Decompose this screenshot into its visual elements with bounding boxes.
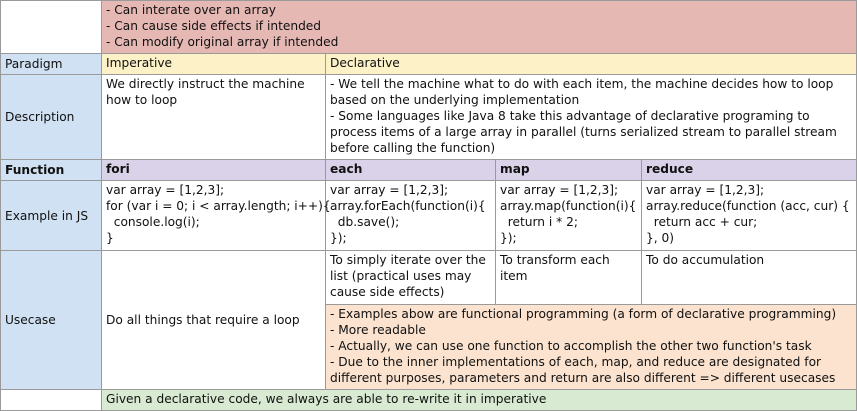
example-row: Example in JS var array = [1,2,3]; for (… (0, 180, 857, 251)
function-fori: fori (101, 159, 326, 181)
function-map: map (495, 159, 642, 181)
code-line: } (106, 231, 114, 245)
footer-row: Given a declarative code, we always are … (0, 389, 857, 411)
function-row: Function fori each map reduce (0, 159, 857, 181)
usecase-label: Usecase (0, 250, 102, 390)
trait-line: - Can cause side effects if intended (106, 19, 322, 33)
code-line: var array = [1,2,3]; (500, 183, 619, 197)
declarative-header: Declarative (324, 53, 857, 75)
code-line: var array = [1,2,3]; (330, 183, 449, 197)
trait-line: - Can modify original array if intended (106, 35, 339, 49)
code-line: console.log(i); (106, 215, 200, 229)
declarative-description-line: - We tell the machine what to do with ea… (330, 77, 834, 107)
code-line: return i * 2; (500, 215, 578, 229)
imperative-description: We directly instruct the machine how to … (101, 74, 326, 160)
example-label: Example in JS (0, 180, 102, 251)
example-reduce: var array = [1,2,3]; array.reduce(functi… (640, 180, 857, 251)
paradigm-label: Paradigm (0, 53, 102, 75)
usecase-note: - Examples abow are functional programmi… (330, 307, 837, 321)
footer-note: Given a declarative code, we always are … (100, 389, 857, 411)
usecase-row: Usecase Do all things that require a loo… (0, 250, 857, 390)
description-label: Description (0, 74, 102, 160)
usecase-reduce: To do accumulation (640, 250, 857, 305)
description-row: Description We directly instruct the mac… (0, 74, 857, 160)
code-line: }); (500, 231, 517, 245)
code-line: db.save(); (330, 215, 400, 229)
function-reduce: reduce (640, 159, 857, 181)
example-fori: var array = [1,2,3]; for (var i = 0; i <… (101, 180, 331, 251)
empty-cell (0, 0, 102, 54)
code-line: return acc + cur; (646, 215, 758, 229)
code-line: var array = [1,2,3]; (106, 183, 225, 197)
empty-cell (0, 389, 102, 411)
code-line: array.map(function(i){ (500, 199, 637, 213)
function-label: Function (0, 159, 102, 181)
usecase-notes: - Examples abow are functional programmi… (324, 304, 857, 390)
trait-line: - Can interate over an array (106, 3, 276, 17)
usecase-map: To transform each item (495, 250, 642, 305)
code-line: }, 0) (646, 231, 675, 245)
code-line: array.reduce(function (acc, cur) { (646, 199, 850, 213)
function-each: each (325, 159, 496, 181)
usecase-notes-row: - Examples abow are functional programmi… (1, 304, 857, 390)
shared-traits-row: - Can interate over an array - Can cause… (0, 0, 857, 54)
usecase-note: - Due to the inner implementations of ea… (330, 355, 836, 385)
code-line: var array = [1,2,3]; (646, 183, 765, 197)
usecase-fori: Do all things that require a loop (101, 250, 326, 390)
imperative-header: Imperative (101, 53, 326, 75)
example-map: var array = [1,2,3]; array.map(function(… (495, 180, 642, 251)
paradigm-row: Paradigm Imperative Declarative (0, 53, 857, 75)
example-each: var array = [1,2,3]; array.forEach(funct… (325, 180, 496, 251)
shared-traits-cell: - Can interate over an array - Can cause… (100, 0, 857, 54)
usecase-note: - More readable (330, 323, 426, 337)
code-line: array.forEach(function(i){ (330, 199, 486, 213)
declarative-description-line: - Some languages like Java 8 take this a… (330, 109, 837, 155)
code-line: }); (330, 231, 347, 245)
usecase-note: - Actually, we can use one function to a… (330, 339, 812, 353)
declarative-description: - We tell the machine what to do with ea… (324, 74, 857, 160)
usecase-each: To simply iterate over the list (practic… (325, 250, 496, 305)
code-line: for (var i = 0; i < array.length; i++){ (106, 199, 331, 213)
